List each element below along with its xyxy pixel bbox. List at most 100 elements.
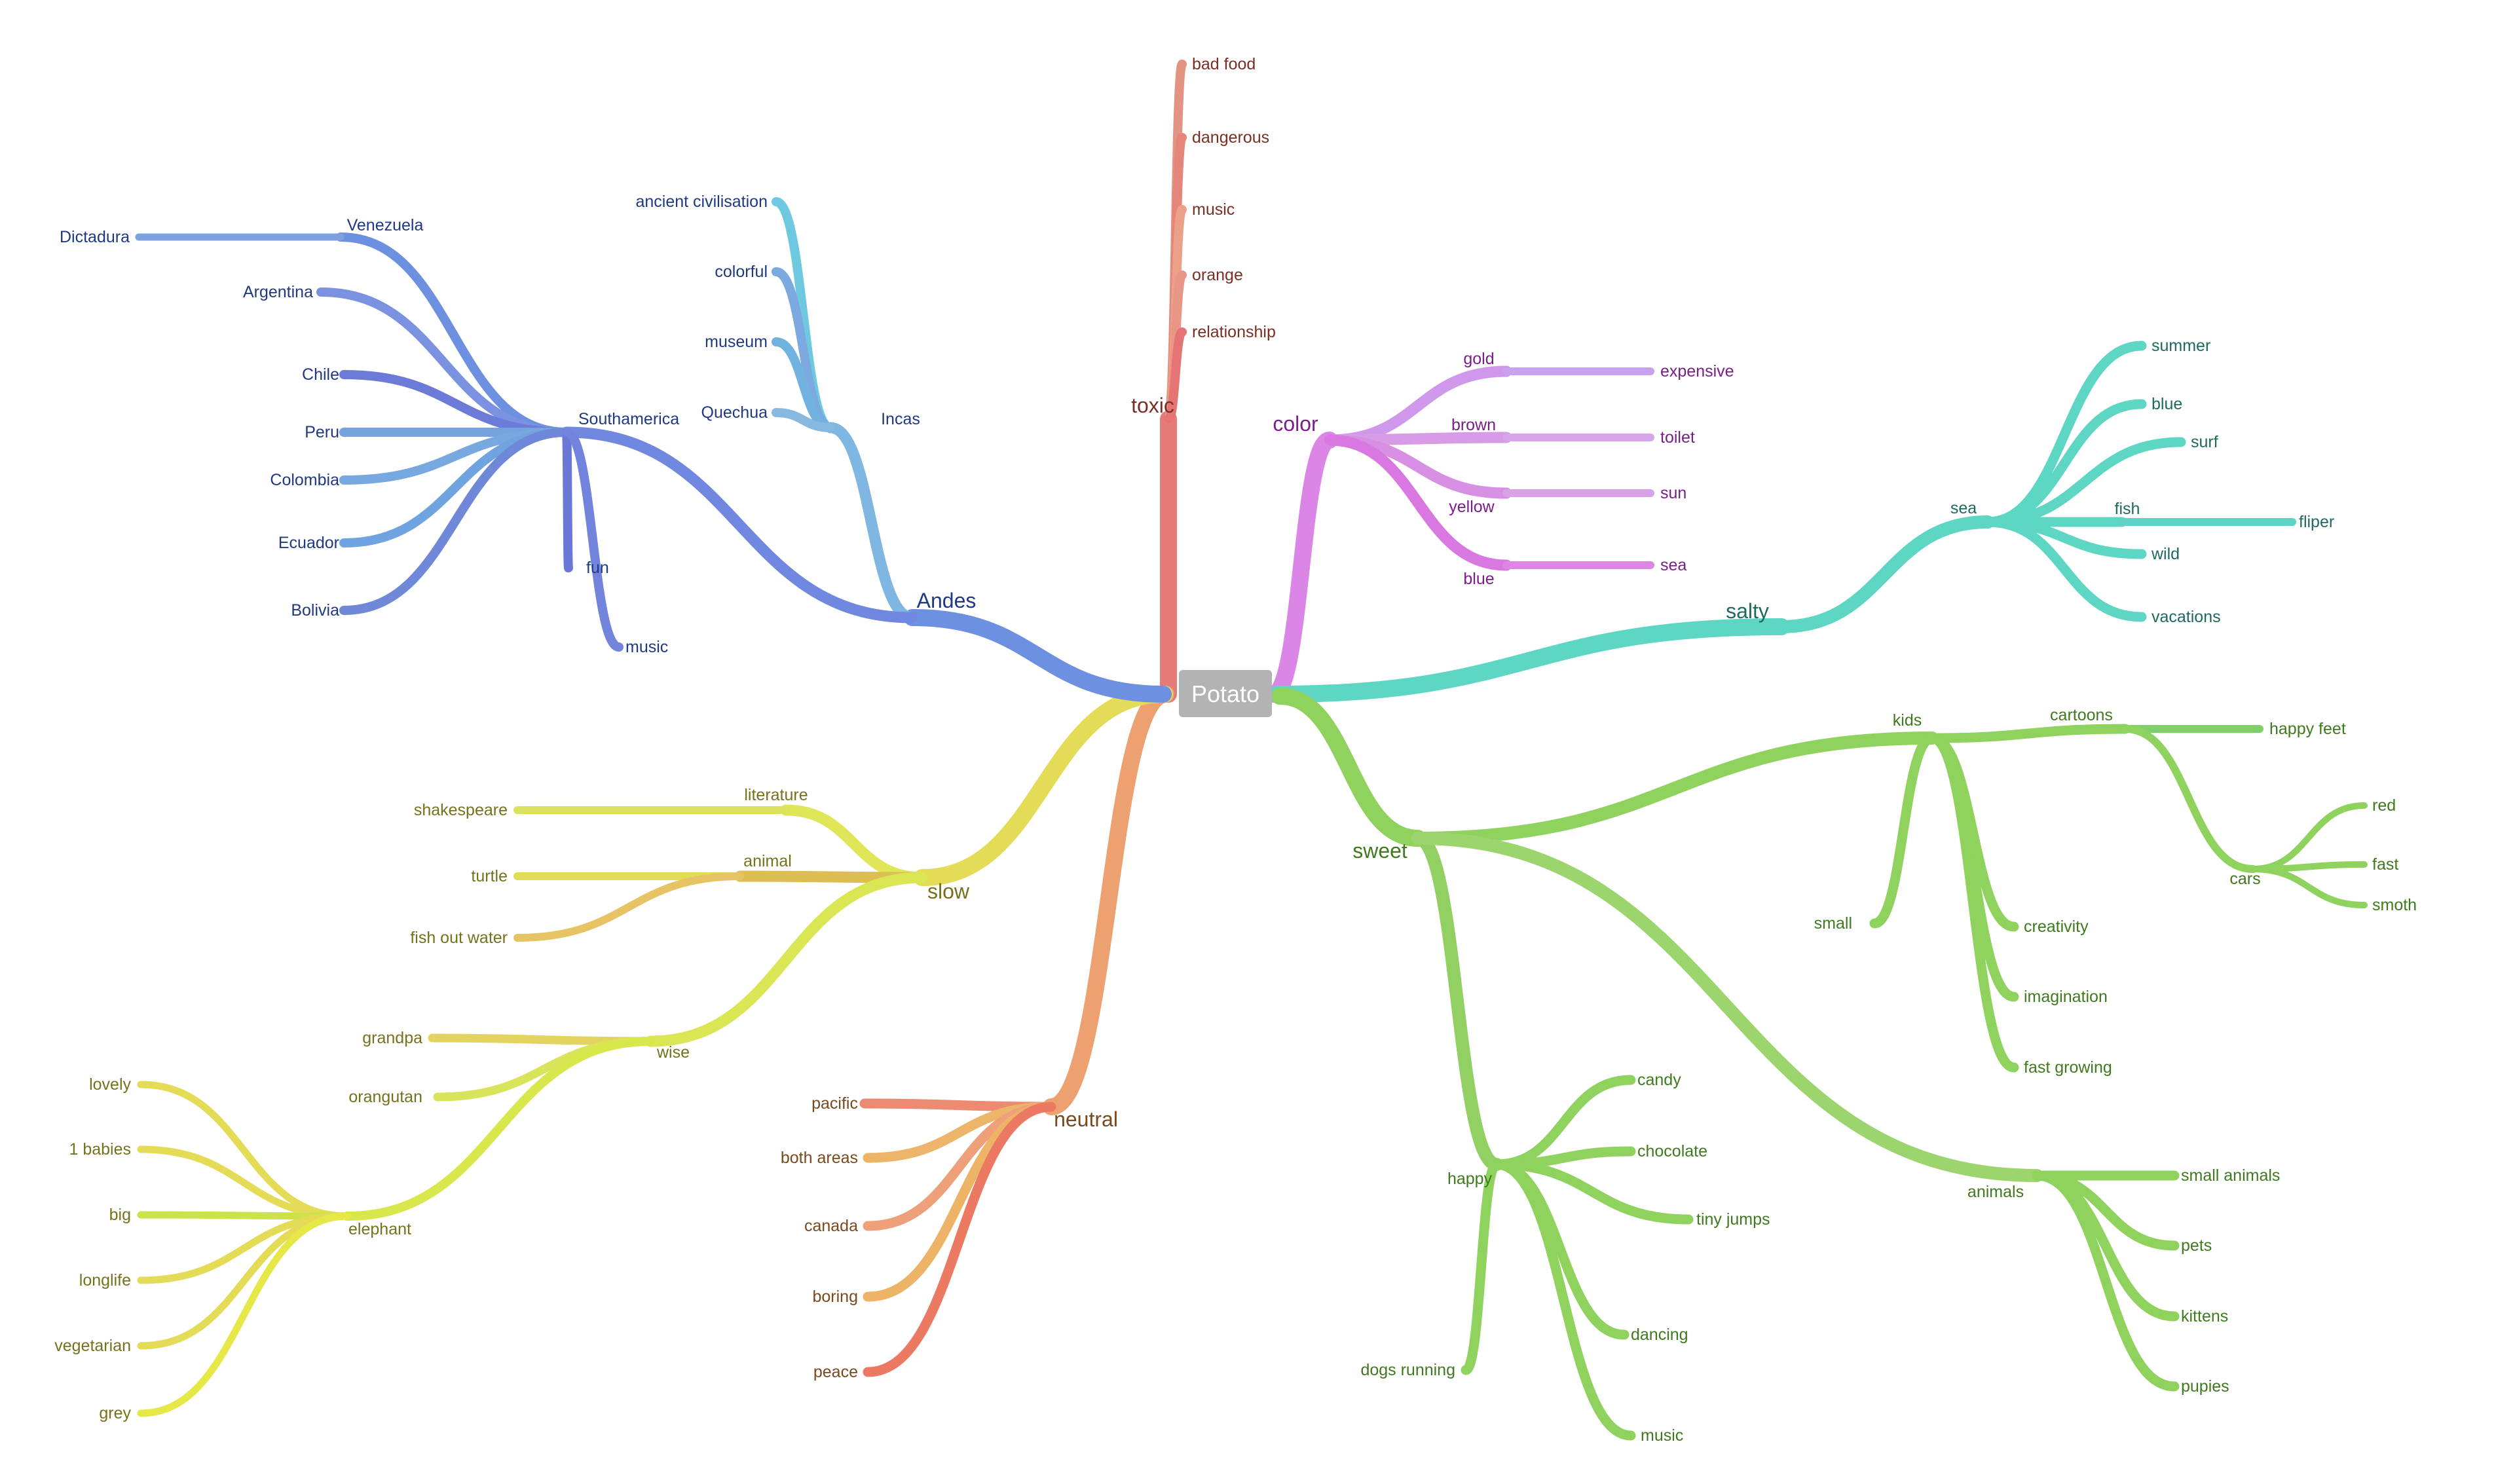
node-toxic[interactable]: toxic [1131, 394, 1174, 417]
node-vegetarian[interactable]: vegetarian [54, 1337, 131, 1355]
node-peace[interactable]: peace [813, 1363, 858, 1381]
node-small-animals[interactable]: small animals [2181, 1166, 2280, 1185]
link-smoth [2250, 866, 2368, 908]
node-canada[interactable]: canada [804, 1217, 858, 1235]
link-small [1869, 733, 1937, 929]
node-candy[interactable]: candy [1637, 1071, 1681, 1089]
node-sea[interactable]: sea [1660, 556, 1686, 574]
node-boring[interactable]: boring [813, 1288, 859, 1306]
node-sweet[interactable]: sweet [1352, 839, 1407, 863]
node-longlife[interactable]: longlife [79, 1271, 131, 1289]
node-grey[interactable]: grey [99, 1404, 131, 1422]
node-kids[interactable]: kids [1893, 711, 1922, 730]
node-both-areas[interactable]: both areas [781, 1149, 858, 1167]
node-slow[interactable]: slow [927, 880, 970, 903]
node-blue[interactable]: blue [2152, 395, 2182, 413]
node-happy-feet[interactable]: happy feet [2269, 720, 2346, 738]
node-chocolate[interactable]: chocolate [1637, 1142, 1707, 1160]
node-bolivia[interactable]: Bolivia [291, 601, 339, 620]
node-wise[interactable]: wise [656, 1043, 690, 1062]
node-sun[interactable]: sun [1660, 484, 1686, 502]
root-node-box[interactable] [1179, 670, 1272, 717]
node-colorful[interactable]: colorful [715, 263, 768, 281]
link-fun [562, 428, 573, 572]
link-peace [863, 1102, 1056, 1377]
node-big[interactable]: big [109, 1206, 131, 1224]
node-shakespeare[interactable]: shakespeare [414, 801, 508, 819]
node-incas[interactable]: Incas [881, 410, 920, 428]
node-cartoons[interactable]: cartoons [2050, 706, 2113, 724]
node-fish-out-water[interactable]: fish out water [410, 929, 508, 947]
node-orangutan[interactable]: orangutan [348, 1088, 422, 1106]
node-cars[interactable]: cars [2229, 870, 2260, 888]
node-dangerous[interactable]: dangerous [1192, 128, 1269, 147]
node-colombia[interactable]: Colombia [270, 471, 339, 489]
node-dogs-running[interactable]: dogs running [1360, 1361, 1455, 1379]
node-southamerica[interactable]: Southamerica [578, 410, 679, 428]
node-wild[interactable]: wild [2151, 545, 2180, 563]
node-kittens[interactable]: kittens [2181, 1307, 2228, 1326]
node-summer[interactable]: summer [2152, 337, 2210, 355]
link-1-babies [137, 1145, 351, 1220]
node-venezuela[interactable]: Venezuela [347, 216, 424, 234]
link-southamerica [561, 426, 918, 623]
node-grandpa[interactable]: grandpa [362, 1029, 422, 1047]
node-surf[interactable]: surf [2191, 433, 2218, 451]
node-smoth[interactable]: smoth [2372, 896, 2417, 914]
node-small[interactable]: small [1814, 914, 1852, 933]
node-argentina[interactable]: Argentina [243, 283, 313, 301]
node-pupies[interactable]: pupies [2181, 1377, 2229, 1396]
node-gold[interactable]: gold [1463, 350, 1494, 368]
node-tiny-jumps[interactable]: tiny jumps [1696, 1210, 1770, 1229]
node-ecuador[interactable]: Ecuador [278, 534, 339, 552]
node-toilet[interactable]: toilet [1660, 428, 1695, 447]
node-literature[interactable]: literature [744, 786, 808, 804]
node-red[interactable]: red [2372, 796, 2396, 815]
node-blue[interactable]: blue [1463, 570, 1494, 588]
node-relationship[interactable]: relationship [1192, 323, 1276, 341]
node-sea[interactable]: sea [1950, 499, 1977, 517]
root-node[interactable]: Potato [1179, 670, 1272, 717]
link-andes [904, 609, 1172, 703]
node-dictadura[interactable]: Dictadura [60, 228, 130, 246]
node-vacations[interactable]: vacations [2152, 608, 2221, 626]
link-dogs-running [1461, 1159, 1502, 1375]
node-creativity[interactable]: creativity [2024, 918, 2089, 936]
node-color[interactable]: color [1273, 412, 1318, 436]
node-1-babies[interactable]: 1 babies [69, 1140, 131, 1159]
node-fliper[interactable]: fliper [2299, 513, 2334, 531]
node-pets[interactable]: pets [2181, 1236, 2212, 1255]
node-happy[interactable]: happy [1447, 1170, 1493, 1188]
node-neutral[interactable]: neutral [1054, 1107, 1118, 1131]
node-museum[interactable]: museum [705, 333, 768, 351]
node-andes[interactable]: Andes [917, 589, 977, 612]
node-animal[interactable]: animal [743, 852, 792, 870]
node-expensive[interactable]: expensive [1660, 362, 1734, 380]
node-fish[interactable]: fish [2115, 500, 2140, 518]
link-music [562, 428, 624, 652]
node-brown[interactable]: brown [1451, 416, 1496, 434]
node-bad-food[interactable]: bad food [1192, 55, 1256, 73]
node-lovely[interactable]: lovely [89, 1075, 131, 1094]
node-pacific[interactable]: pacific [811, 1094, 858, 1113]
node-peru[interactable]: Peru [305, 423, 339, 441]
node-music[interactable]: music [1641, 1426, 1683, 1445]
node-elephant[interactable]: elephant [348, 1220, 411, 1238]
node-music[interactable]: music [625, 638, 668, 656]
node-salty[interactable]: salty [1726, 599, 1769, 623]
node-ancient-civilisation[interactable]: ancient civilisation [636, 193, 768, 211]
node-fun[interactable]: fun [586, 559, 609, 577]
node-animals[interactable]: animals [1967, 1183, 2024, 1201]
node-dancing[interactable]: dancing [1631, 1326, 1688, 1344]
node-fast-growing[interactable]: fast growing [2024, 1058, 2112, 1077]
node-chile[interactable]: Chile [302, 365, 339, 384]
link-blue [1324, 434, 1512, 571]
node-orange[interactable]: orange [1192, 266, 1243, 284]
node-yellow[interactable]: yellow [1449, 498, 1495, 516]
node-music[interactable]: music [1192, 200, 1235, 219]
node-fast[interactable]: fast [2372, 855, 2398, 874]
node-imagination[interactable]: imagination [2024, 988, 2108, 1006]
node-turtle[interactable]: turtle [471, 867, 508, 885]
link-incas [825, 422, 918, 623]
node-quechua[interactable]: Quechua [701, 403, 768, 422]
